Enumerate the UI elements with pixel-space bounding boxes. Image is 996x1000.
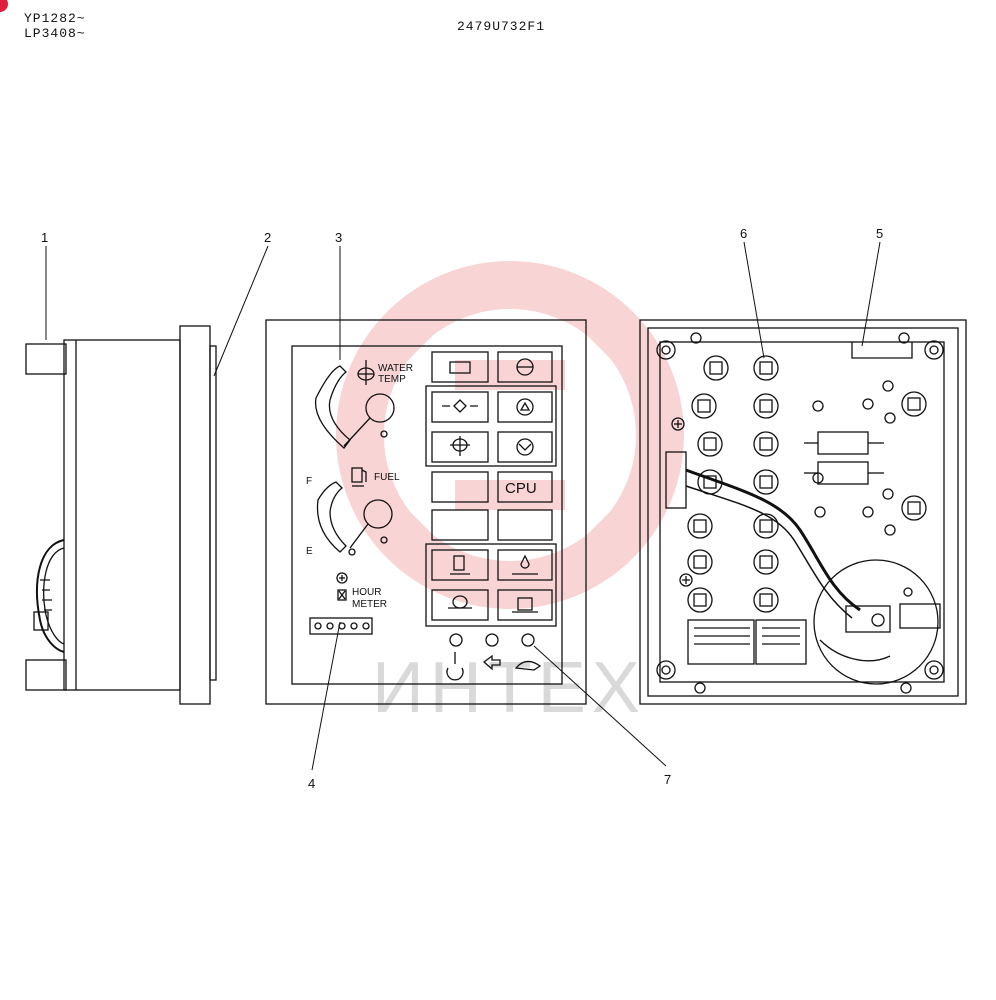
water-temp-label-2: TEMP — [378, 374, 406, 385]
overheat-lamp — [431, 431, 489, 463]
blank-lamp-1 — [431, 471, 489, 503]
preheat-light — [449, 633, 463, 647]
engine-oil-pressure-lamp — [431, 391, 489, 423]
nuts — [812, 380, 896, 536]
gauge-clamp — [845, 605, 891, 633]
connector-block-1 — [687, 619, 755, 665]
callout-3: 3 — [335, 230, 342, 245]
hour-meter-icon — [336, 572, 348, 584]
water-drop-icon — [520, 554, 530, 569]
corner-mark — [0, 0, 8, 12]
speed-light — [521, 633, 535, 647]
cpu-label: CPU — [505, 480, 537, 497]
hour-meter-label-1: HOUR — [352, 587, 381, 598]
resistor-1 — [817, 431, 869, 455]
battery-charge-lamp — [431, 351, 489, 383]
wire-harness — [685, 468, 861, 612]
turn-light — [485, 633, 499, 647]
callout-7: 7 — [664, 772, 671, 787]
watermark-text: ИНТЕХ — [372, 648, 646, 728]
cpu-lamp — [497, 471, 553, 503]
air-filter-lamp — [497, 351, 553, 383]
ground-screw-2 — [679, 573, 693, 587]
fuel-gauge-dial — [363, 499, 393, 529]
callout-2: 2 — [264, 230, 271, 245]
fuel-label: FUEL — [374, 472, 400, 483]
transmission-lamp — [497, 431, 553, 463]
front-panel — [265, 319, 587, 705]
hydraulic-icon — [517, 597, 533, 611]
transmission-icon — [516, 438, 534, 456]
callout-1: 1 — [41, 230, 48, 245]
low-coolant-lamp — [431, 589, 489, 621]
fuel-pump-icon — [351, 467, 367, 487]
ground-screw-1 — [671, 417, 685, 431]
low-fuel-lamp — [431, 549, 489, 581]
resistor-2 — [817, 461, 869, 485]
fuel-full-mark: F — [306, 476, 312, 487]
watermark-gear — [336, 261, 684, 609]
connector-block-2 — [755, 619, 807, 665]
battery-icon — [449, 361, 471, 374]
water-temp-label-1: WATER — [378, 363, 413, 374]
callout-4: 4 — [308, 776, 315, 791]
gauge-housing — [813, 559, 939, 685]
rear-view — [639, 319, 967, 705]
drawing-number: 2479U732F1 — [457, 19, 546, 34]
water-temp-gauge-dial — [365, 393, 395, 423]
indicator-tiles — [431, 351, 553, 621]
callout-6: 6 — [740, 226, 747, 241]
callout-5: 5 — [876, 226, 883, 241]
side-connector — [665, 451, 687, 509]
rabbit-icon — [514, 660, 542, 671]
model-range-2: LP3408~ — [24, 26, 86, 41]
water-temp-gauge-scale — [314, 365, 351, 449]
hour-meter-label-2: METER — [352, 599, 387, 610]
corner-screws — [656, 332, 944, 694]
model-range-1: YP1282~ — [24, 11, 86, 26]
side-view — [25, 325, 217, 705]
hour-meter-counter — [309, 617, 373, 635]
water-separator-lamp — [497, 549, 553, 581]
thermometer-icon — [357, 360, 375, 385]
oil-pressure-icon — [442, 399, 478, 413]
hydraulic-oil-lamp — [497, 589, 553, 621]
coolant-level-lamp — [497, 391, 553, 423]
preheat-icon — [446, 652, 464, 681]
low-fuel-icon — [453, 555, 465, 571]
turn-signal-icon — [482, 654, 501, 671]
fuel-empty-mark: E — [306, 546, 313, 557]
blank-lamp-2 — [431, 509, 489, 541]
fuel-gauge-scale — [316, 481, 347, 553]
coolant-icon — [516, 398, 534, 416]
callout-leaders — [45, 241, 881, 771]
blank-lamp-3 — [497, 509, 553, 541]
